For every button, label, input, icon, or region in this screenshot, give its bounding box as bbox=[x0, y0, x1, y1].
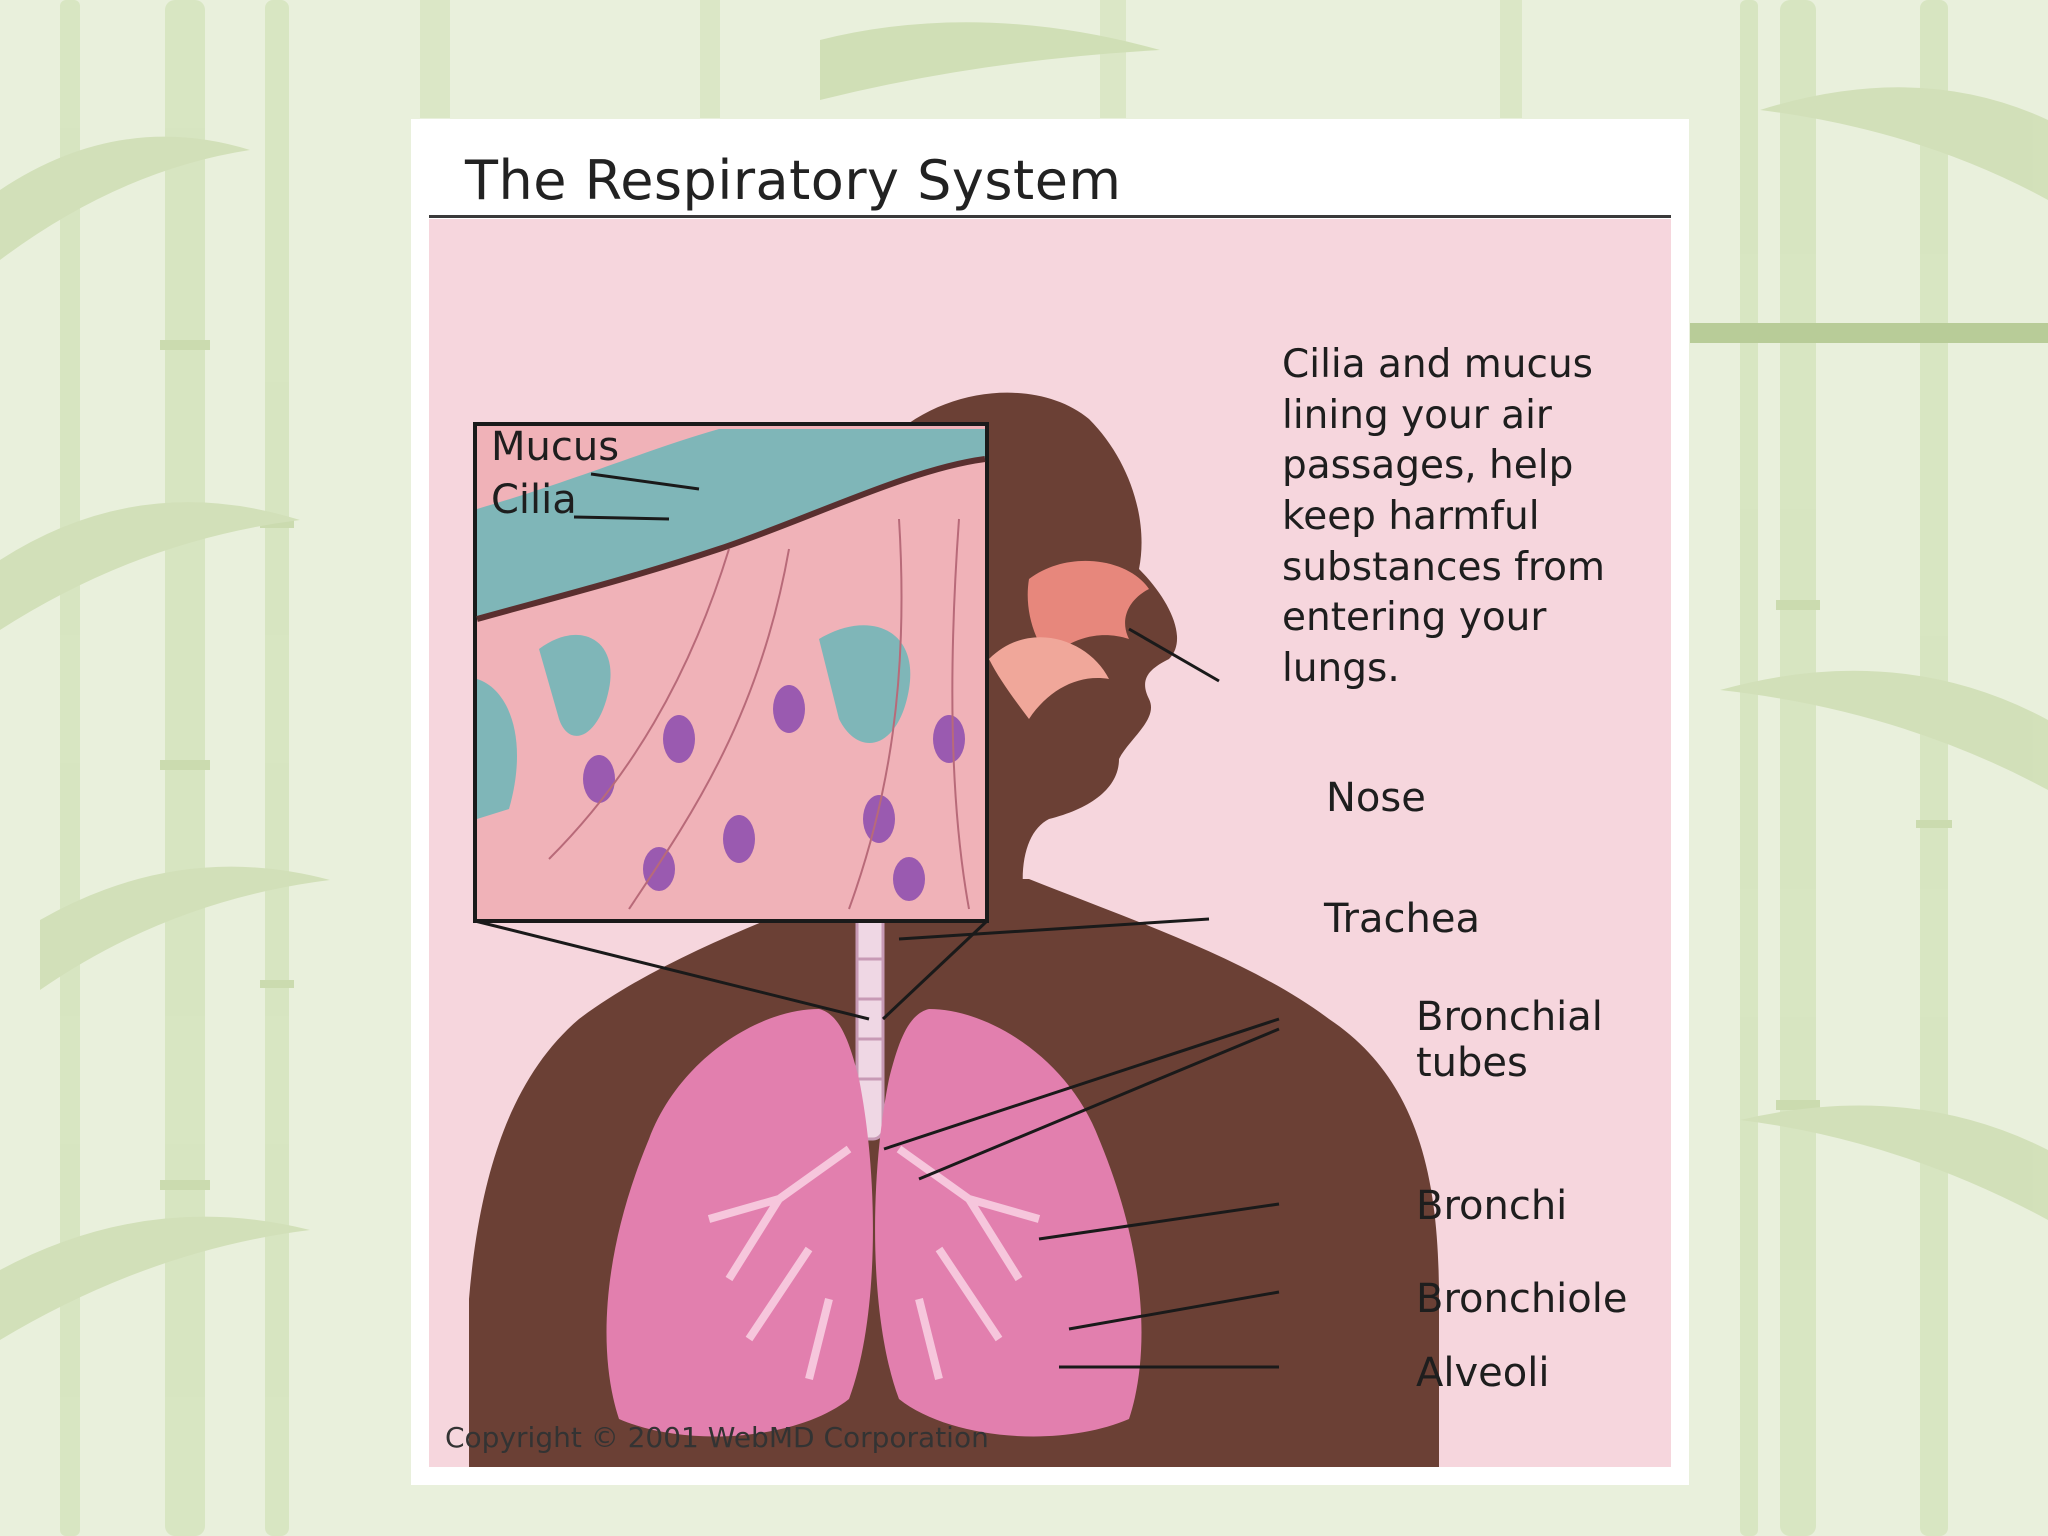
label-trachea: Trachea bbox=[1324, 896, 1480, 942]
label-alveoli: Alveoli bbox=[1416, 1350, 1549, 1396]
figure-title: The Respiratory System bbox=[465, 149, 1122, 212]
title-divider bbox=[429, 215, 1671, 218]
label-mucus: Mucus bbox=[491, 424, 619, 470]
label-nose: Nose bbox=[1326, 775, 1426, 821]
accent-bar bbox=[1690, 323, 2048, 343]
respiratory-figure: The Respiratory System bbox=[411, 119, 1689, 1485]
illustration-panel: Mucus Cilia Cilia and mucus lining your … bbox=[429, 219, 1671, 1467]
label-cilia: Cilia bbox=[491, 477, 577, 523]
figure-caption: Cilia and mucus lining your air passages… bbox=[1282, 340, 1662, 695]
label-bronchi: Bronchi bbox=[1416, 1183, 1567, 1229]
label-bronchial-tubes: Bronchial tubes bbox=[1416, 994, 1603, 1086]
copyright-notice: Copyright © 2001 WebMD Corporation bbox=[445, 1422, 989, 1454]
label-bronchiole: Bronchiole bbox=[1416, 1276, 1627, 1322]
